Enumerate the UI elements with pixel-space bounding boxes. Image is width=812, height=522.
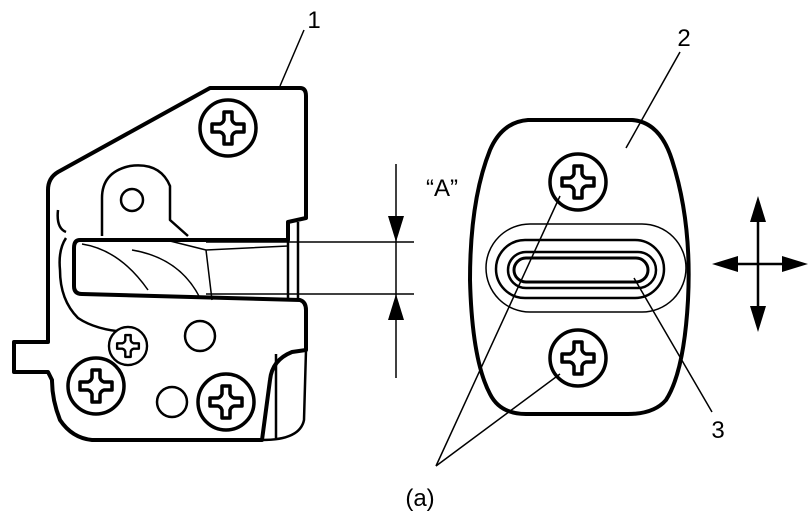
latch-upper-hole: [119, 187, 145, 213]
dimension-arrow-icon: [388, 216, 404, 242]
part-3-label: 3: [711, 417, 724, 444]
striker-loop-outer: [485, 223, 687, 313]
dimension-a-label: “A”: [426, 175, 458, 202]
striker-slot: [512, 256, 650, 284]
four-way-arrow-icon: [712, 196, 808, 332]
striker-loop-mid: [494, 238, 666, 300]
striker-plate: [468, 118, 691, 416]
striker-pin: [506, 250, 658, 290]
phillips-screw-icon: [107, 325, 149, 367]
leader-lines: [279, 29, 713, 467]
latch-spring-guide: [56, 209, 127, 334]
phillips-screw-icon: [66, 356, 126, 416]
dimension-arrow-icon: [388, 294, 404, 320]
latch-plate-edges: [81, 239, 289, 301]
part-2-label: 2: [677, 25, 690, 52]
phillips-screw-icon: [548, 328, 608, 388]
latch-upper-bracket: [100, 164, 189, 237]
part-1-label: 1: [307, 7, 320, 34]
latch-bottom-hole: [155, 385, 189, 419]
phillips-screw-icon: [548, 152, 608, 212]
dimension-a: [206, 164, 414, 378]
phillips-screw-icon: [198, 98, 258, 158]
phillips-screw-icon: [196, 372, 256, 432]
latch-lower-hole: [183, 319, 217, 353]
latch-body: [12, 86, 308, 442]
door-latch-assembly: [12, 86, 308, 442]
callout-a-label: (a): [405, 485, 434, 512]
latch-lower-detail: [261, 349, 308, 442]
latch-flange: [286, 222, 300, 300]
